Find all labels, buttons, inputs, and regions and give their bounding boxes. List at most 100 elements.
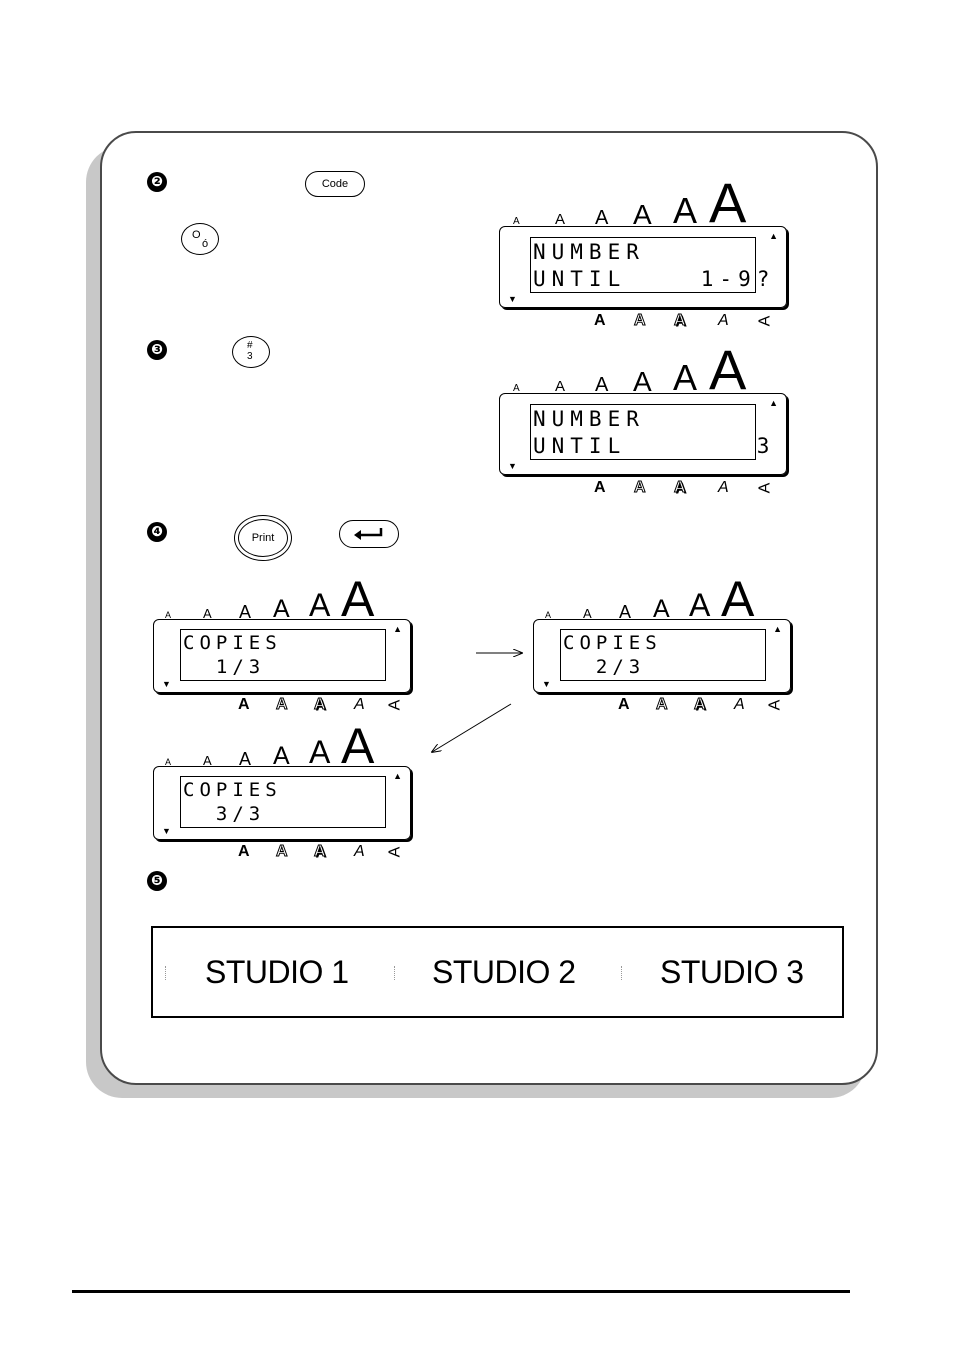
size-a-5: A: [309, 734, 331, 771]
size-a-6: A: [341, 571, 375, 627]
size-a-1: A: [513, 383, 520, 394]
lcd-line-2: UNTIL 1-9?: [533, 267, 776, 291]
size-a-1: A: [165, 756, 172, 767]
down-left-arrow-icon: [432, 703, 512, 752]
style-shadow-a: A: [314, 696, 327, 714]
lcd-screen: NUMBER UNTIL 1-9?: [530, 237, 776, 293]
label-item-2: STUDIO 2: [432, 954, 576, 990]
hash-3-key: # 3: [232, 336, 270, 368]
down-triangle-icon: ▼: [542, 679, 551, 689]
lcd-display-copies-3: A A A A A A ▲ COPIES 3/3 ▼ A A A A A: [153, 717, 413, 861]
style-italic-a: A: [354, 696, 365, 713]
lcd-screen: COPIES 1/3: [180, 629, 386, 681]
step-3-badge: ❸: [147, 340, 167, 360]
lcd-frame: ▲ COPIES 1/3 ▼: [153, 619, 411, 693]
lcd-line-2: 3/3: [183, 803, 266, 825]
style-shadow-a: A: [674, 479, 687, 497]
size-a-5: A: [673, 357, 698, 399]
size-a-5: A: [673, 190, 698, 232]
size-a-3: A: [619, 601, 632, 622]
label-item-1: STUDIO 1: [205, 954, 349, 990]
print-key-face: Print: [238, 519, 288, 557]
lcd-display-copies-2: A A A A A A ▲ COPIES 2/3 ▼ A A A A A: [533, 570, 793, 714]
style-bold-a: A: [238, 696, 250, 713]
size-a-3: A: [595, 374, 609, 396]
footer-rule: [72, 1290, 850, 1293]
down-triangle-icon: ▼: [508, 461, 517, 471]
lcd-line-1: COPIES: [183, 632, 282, 654]
label-item-3: STUDIO 3: [660, 954, 804, 990]
size-a-2: A: [583, 605, 592, 621]
lcd-frame: ▲ COPIES 3/3 ▼: [153, 766, 411, 840]
size-indicator-row: A A A A A A: [509, 337, 769, 402]
size-a-2: A: [203, 605, 212, 621]
style-bold-a: A: [594, 312, 606, 329]
enter-key: [339, 520, 399, 548]
style-indicator-row: A A A A A: [618, 696, 808, 716]
up-triangle-icon: ▲: [393, 771, 402, 781]
lcd-line-1: COPIES: [563, 632, 662, 654]
cut-mark: [165, 966, 167, 980]
style-indicator-row: A A A A A: [238, 696, 428, 716]
hash-key-bottom: 3: [247, 351, 253, 362]
lcd-frame: ▲ COPIES 2/3 ▼: [533, 619, 791, 693]
size-a-3: A: [239, 748, 252, 769]
size-a-6: A: [709, 171, 747, 235]
return-arrow-icon: [354, 528, 383, 540]
lcd-line-1: NUMBER: [533, 240, 645, 264]
size-a-4: A: [633, 198, 652, 230]
lcd-screen: COPIES 2/3: [560, 629, 766, 681]
size-a-4: A: [653, 595, 670, 623]
style-italic-a: A: [354, 843, 365, 860]
size-a-5: A: [689, 587, 711, 624]
step-2-badge: ❷: [147, 172, 167, 192]
cut-mark: [394, 966, 396, 980]
size-a-3: A: [595, 207, 609, 229]
up-triangle-icon: ▲: [393, 624, 402, 634]
code-key-label: Code: [321, 178, 349, 190]
size-a-1: A: [513, 216, 520, 227]
cut-mark: [621, 966, 623, 980]
size-a-2: A: [555, 211, 566, 228]
lcd-line-2: 1/3: [183, 656, 266, 678]
style-italic-a: A: [718, 479, 729, 496]
style-outline-a: A: [276, 696, 289, 714]
o-key-bottom: ó: [202, 238, 209, 250]
style-bold-a: A: [238, 843, 250, 860]
size-a-2: A: [203, 752, 212, 768]
lcd-screen: COPIES 3/3: [180, 776, 386, 828]
print-key: Print: [234, 515, 292, 561]
style-italic-a: A: [734, 696, 745, 713]
size-a-6: A: [709, 338, 747, 402]
size-a-4: A: [273, 742, 290, 770]
size-a-6: A: [721, 571, 755, 627]
style-bold-a: A: [594, 479, 606, 496]
size-a-3: A: [239, 601, 252, 622]
step-5-badge: ❺: [147, 871, 167, 891]
style-outline-a: A: [634, 479, 647, 497]
style-shadow-a: A: [314, 843, 327, 861]
down-triangle-icon: ▼: [508, 294, 517, 304]
lcd-line-1: COPIES: [183, 779, 282, 801]
size-a-5: A: [309, 587, 331, 624]
size-indicator-row: A A A A A A: [509, 170, 769, 235]
o-key-top: O: [192, 229, 201, 241]
size-a-4: A: [633, 365, 652, 397]
o-key: O ó: [181, 223, 219, 255]
size-a-2: A: [555, 378, 566, 395]
style-indicator-row: A A A A A: [594, 312, 784, 332]
size-a-4: A: [273, 595, 290, 623]
size-a-6: A: [341, 718, 375, 774]
style-outline-a: A: [634, 312, 647, 330]
style-outline-a: A: [276, 843, 289, 861]
step-4-badge: ❹: [147, 522, 167, 542]
hash-key-top: #: [247, 340, 253, 351]
style-indicator-row: A A A A A: [594, 479, 784, 499]
printed-label-tape: STUDIO 1 STUDIO 2 STUDIO 3: [151, 926, 844, 1018]
style-italic-a: A: [718, 312, 729, 329]
lcd-line-1: NUMBER: [533, 407, 645, 431]
size-indicator-row: A A A A A A: [543, 570, 803, 627]
